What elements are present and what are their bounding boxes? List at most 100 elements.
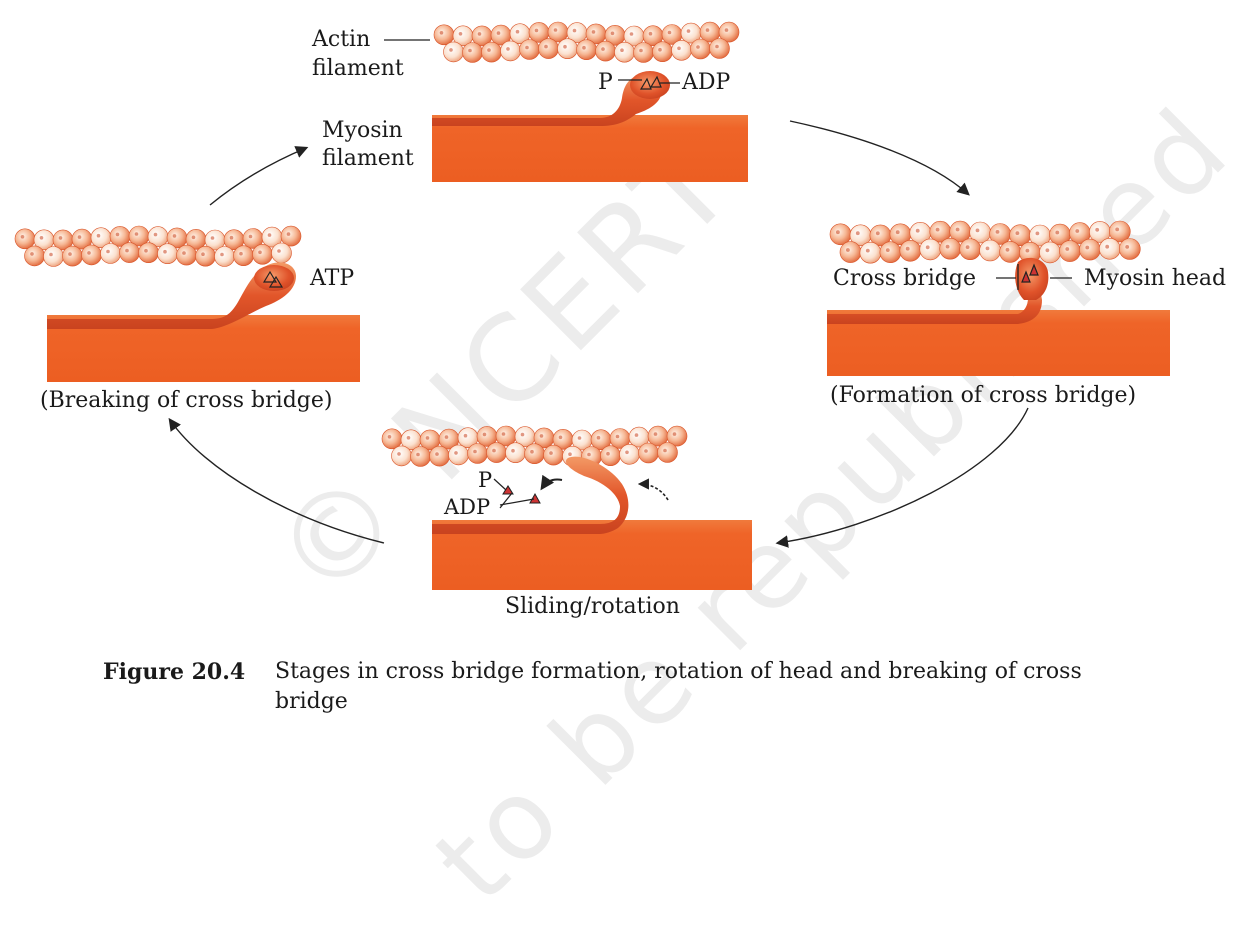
actin-bead (666, 425, 688, 447)
cycle-arrow-left-to-top (209, 146, 309, 206)
actin-bead-dot (885, 248, 890, 253)
actin-filament-right (829, 220, 1141, 264)
actin-bead-dot (563, 44, 567, 49)
adp-top-label: ADP (682, 70, 731, 95)
actin-bead (481, 41, 502, 63)
actin-bead (899, 240, 922, 262)
actin-bead-dot (1035, 231, 1040, 236)
actin-bead (638, 442, 659, 464)
actin-bead-dot (530, 449, 534, 454)
actin-bead-dot (587, 452, 591, 457)
myosin-unit-bottom (432, 456, 752, 590)
actin-bead-dot (87, 251, 91, 255)
actin-bead (595, 40, 616, 62)
actin-bead (959, 238, 982, 260)
actin-bead (195, 245, 216, 267)
cross-bridge-label: Cross bridge (833, 266, 976, 291)
actin-bead (859, 241, 882, 264)
p-bottom-label: P (478, 468, 493, 492)
actin-bead (448, 444, 469, 466)
actin-bead-dot (925, 245, 930, 250)
actin-bead-dot (855, 231, 860, 236)
actin-bead-dot (606, 451, 610, 456)
actin-bead-dot (182, 251, 186, 255)
adp-triangle-bottom (529, 492, 541, 504)
actin-bead (999, 241, 1021, 263)
actin-bead-dot (620, 48, 624, 52)
actin-bead (252, 244, 273, 265)
actin-bead-dot (724, 28, 729, 32)
actin-bead-dot (267, 233, 272, 237)
actin-bead (233, 245, 254, 266)
myosin-filament-top (432, 115, 748, 182)
actin-filament-label-line2: filament (312, 56, 404, 81)
actin-bead (443, 41, 464, 63)
actin-bead-dot (439, 31, 444, 35)
p-triangle-right (1029, 263, 1039, 276)
actin-bead-dot (634, 433, 639, 437)
actin-bead-dot (163, 249, 167, 254)
actin-bead-dot (653, 432, 658, 436)
actin-bead-dot (955, 227, 960, 232)
actin-bead (410, 446, 431, 467)
actin-bead-dot (286, 232, 291, 236)
adp-triangle-top (639, 77, 652, 90)
actin-filament-left (14, 225, 302, 267)
atp-triangle-2 (268, 275, 284, 288)
actin-bead-dot (667, 30, 672, 35)
actin-bead-dot (663, 448, 667, 453)
p-top-label: P (598, 70, 613, 95)
actin-bead-dot (544, 44, 548, 49)
actin-bead (652, 41, 673, 63)
actin-bead (690, 38, 711, 60)
actin-bead-dot (477, 32, 482, 36)
cycle-arrow-top-to-right (789, 120, 970, 196)
p-bottom-leader (493, 478, 507, 491)
adp-bottom-leader-2 (499, 492, 513, 509)
actin-bead (1109, 220, 1131, 243)
actin-bead-dot (965, 245, 970, 250)
actin-bead-dot (1055, 230, 1060, 235)
actin-bead-dot (629, 32, 634, 36)
actin-bead-dot (191, 235, 196, 240)
actin-bead-dot (836, 230, 840, 235)
actin-bead-dot (591, 30, 596, 34)
actin-bead-dot (96, 233, 101, 238)
actin-bead-dot (49, 252, 53, 257)
actin-bead-dot (506, 47, 510, 51)
actin-bead (429, 445, 450, 467)
actin-bead-dot (106, 249, 110, 254)
actin-filament-top (433, 21, 740, 63)
actin-bead (43, 246, 64, 267)
actin-bead-dot (463, 433, 468, 438)
actin-bead-dot (644, 449, 648, 453)
actin-bead (671, 39, 692, 61)
actin-bead-dot (248, 234, 253, 239)
actin-bead (467, 443, 488, 464)
actin-bead-dot (865, 248, 870, 253)
actin-bead-dot (568, 452, 572, 457)
actin-bead-dot (705, 28, 710, 32)
formation-stage-label: (Formation of cross bridge) (830, 383, 1137, 408)
actin-bead-dot (210, 236, 215, 240)
actin-bead (557, 38, 578, 60)
actin-bead-dot (1105, 244, 1110, 249)
actin-bead-dot (696, 45, 700, 49)
actin-bead (486, 442, 507, 463)
actin-bead-dot (1005, 247, 1010, 252)
actin-bead (462, 42, 483, 63)
actin-bead-dot (444, 435, 449, 439)
actin-bead-dot (601, 47, 605, 51)
actin-bead-dot (1025, 248, 1030, 253)
myosin-filament-label-line2: filament (322, 146, 414, 171)
actin-bead-dot (387, 435, 392, 439)
actin-bead (505, 442, 526, 464)
figure-number: Figure 20.4 (103, 659, 246, 685)
actin-bead-dot (220, 252, 224, 257)
actin-bead-dot (39, 236, 44, 240)
actin-bead (1099, 238, 1121, 260)
actin-bead-dot (454, 451, 458, 455)
actin-bead-dot (658, 47, 662, 52)
actin-bead-dot (58, 236, 63, 240)
adp-bottom-label: ADP (444, 495, 491, 519)
